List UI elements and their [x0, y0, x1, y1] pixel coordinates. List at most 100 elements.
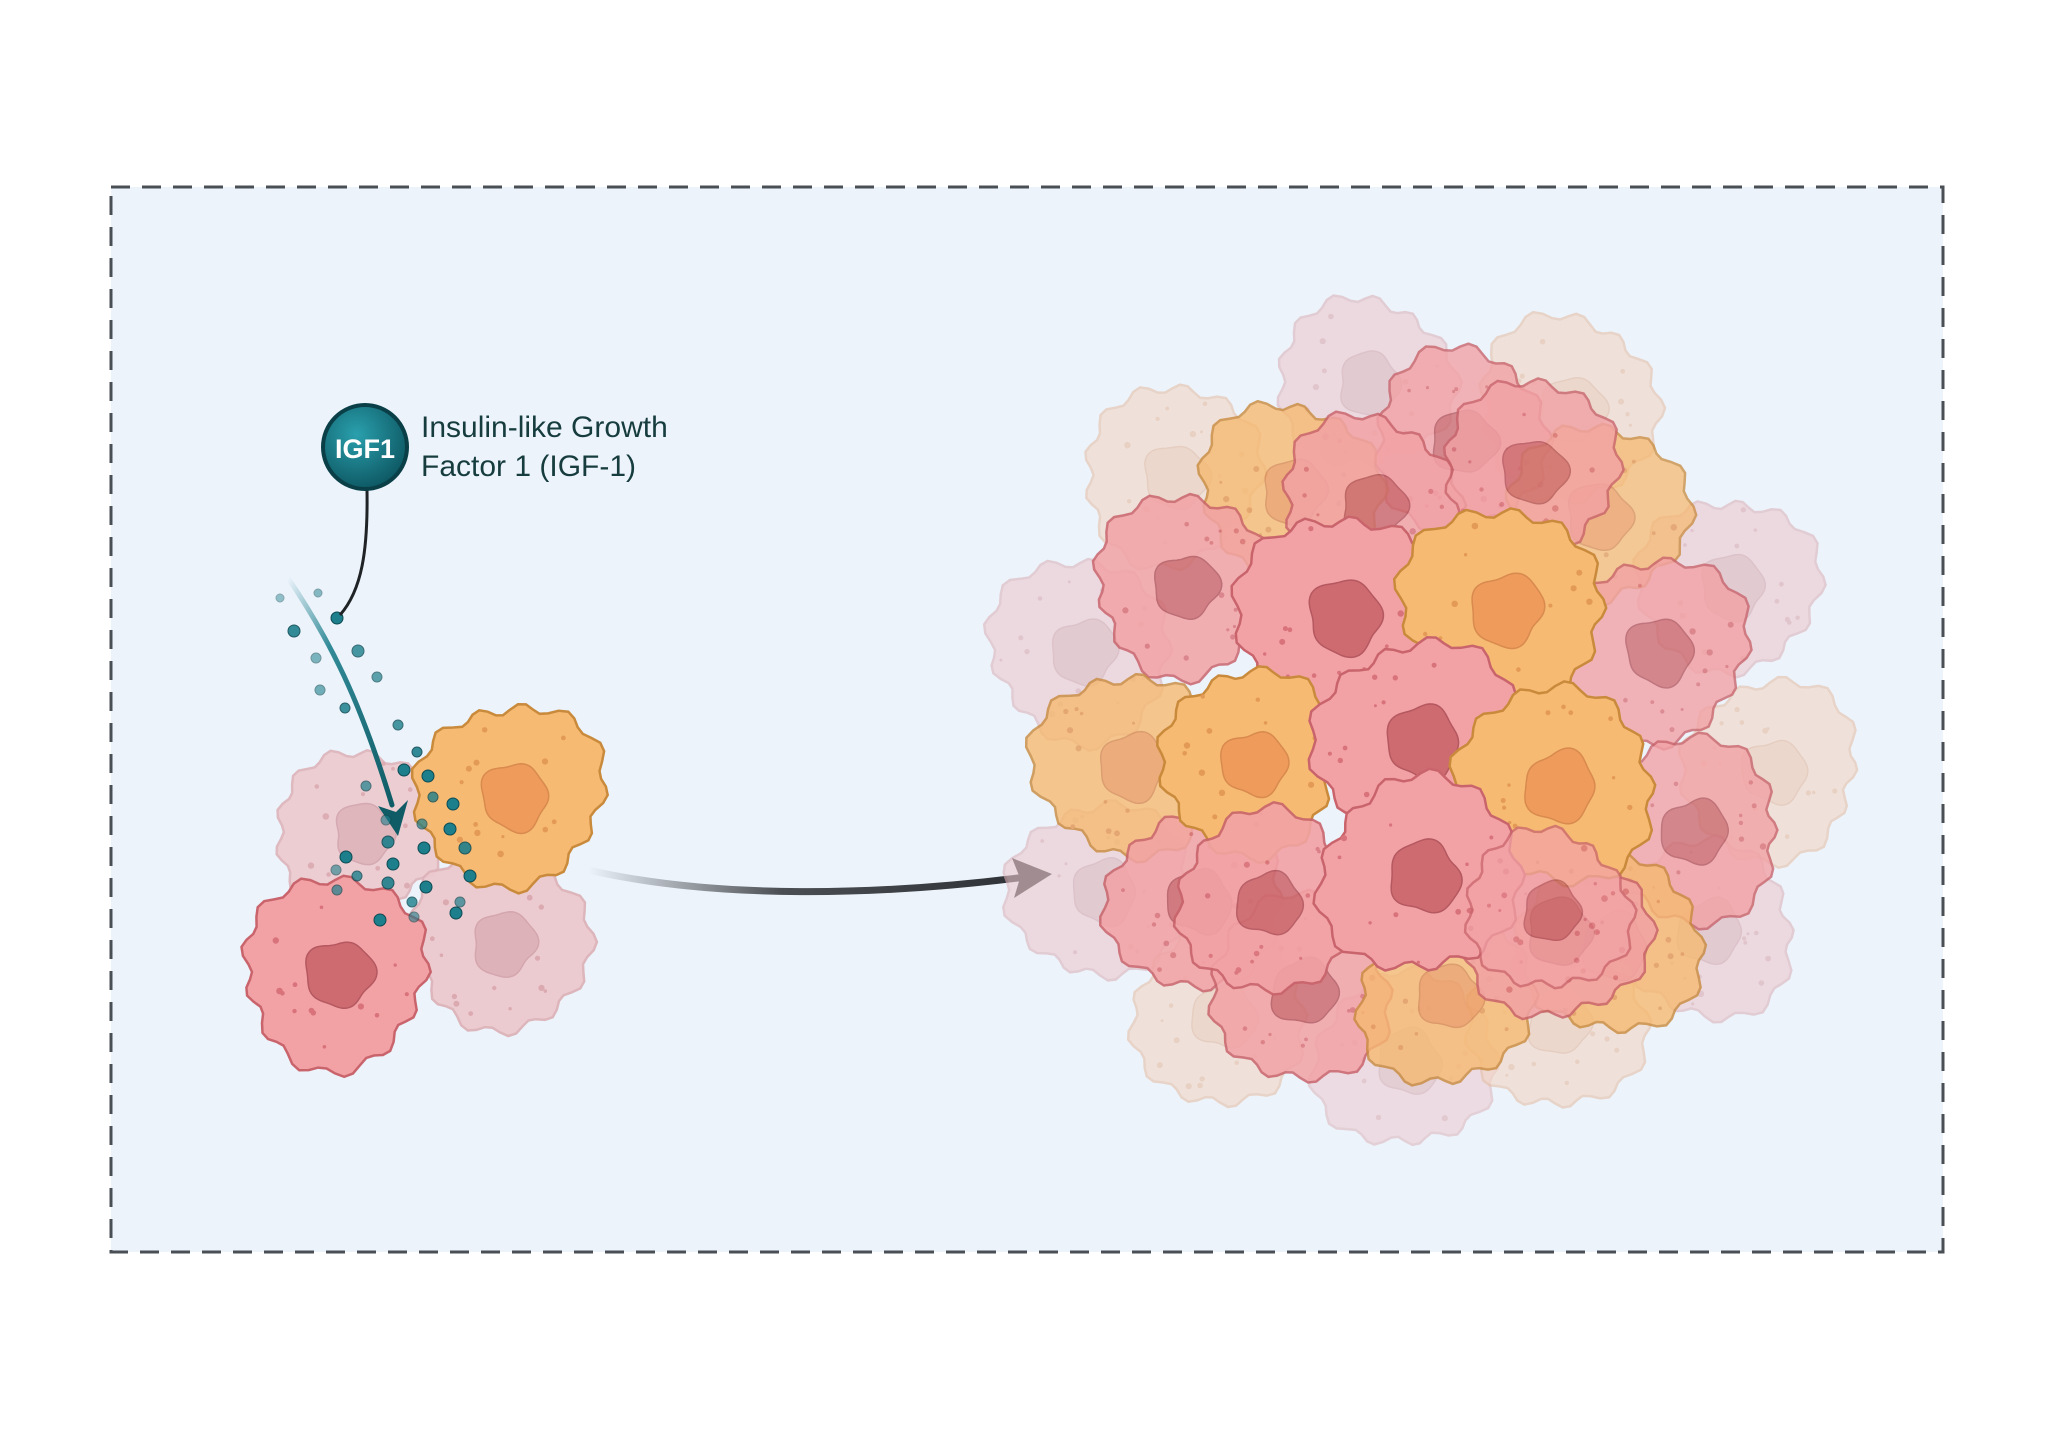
- cell-granule: [1253, 466, 1259, 472]
- cell-granule: [1364, 792, 1370, 798]
- cell-granule: [1299, 957, 1302, 960]
- cell-granule: [1226, 628, 1229, 631]
- cell-granule: [1576, 570, 1582, 576]
- cell-granule: [1157, 1062, 1163, 1068]
- cell-granule: [1785, 834, 1790, 839]
- cell-granule: [1338, 856, 1342, 860]
- cell-granule: [1505, 1027, 1509, 1031]
- cell-granule: [1440, 505, 1444, 509]
- cell-granule: [1546, 710, 1551, 715]
- cell-granule: [1760, 843, 1766, 849]
- cell-granule: [1219, 790, 1225, 796]
- cell-granule: [404, 883, 410, 889]
- cell-granule: [1256, 698, 1260, 702]
- cell-granule: [1169, 1003, 1174, 1008]
- cell-granule: [492, 986, 496, 990]
- cell-granule: [1650, 803, 1654, 807]
- igf1-particle: [382, 877, 394, 889]
- cell-granule: [1244, 862, 1250, 868]
- cell-granule: [1627, 805, 1632, 810]
- cell-granule: [309, 1008, 315, 1014]
- cell-granule: [1200, 1076, 1205, 1081]
- igf1-badge: IGF1: [335, 434, 395, 464]
- cell-granule: [1018, 635, 1023, 640]
- cell-granule: [1407, 389, 1411, 393]
- igf1-particle: [455, 897, 465, 907]
- cell-granule: [1553, 433, 1558, 438]
- cell-granule: [1184, 742, 1190, 748]
- igf1-particle: [381, 815, 391, 825]
- cell-granule: [1565, 1081, 1569, 1085]
- igf1-particle: [332, 885, 342, 895]
- cell-granule: [1608, 716, 1613, 721]
- cell-granule: [561, 736, 566, 741]
- cell-granule: [1472, 523, 1479, 530]
- cell-granule: [1666, 937, 1672, 943]
- cell-granule: [1734, 707, 1739, 712]
- cell-granule: [1223, 496, 1229, 502]
- cell-granule: [1205, 893, 1210, 898]
- cell-granule: [1502, 806, 1506, 810]
- cell-granule: [1734, 544, 1739, 549]
- cell-granule: [1190, 431, 1196, 437]
- cell-granule: [1067, 727, 1073, 733]
- cell-granule: [1070, 824, 1075, 829]
- cell-granule: [1604, 552, 1609, 557]
- cell-granule: [543, 827, 549, 833]
- cell-granule: [1250, 960, 1254, 964]
- cell-granule: [1683, 543, 1687, 547]
- cell-granule: [1174, 1037, 1180, 1043]
- cell-granule: [394, 963, 397, 966]
- cell-granule: [999, 659, 1002, 662]
- cell-granule: [1165, 407, 1169, 411]
- cell-granule: [1080, 712, 1084, 716]
- cell-granule: [1506, 986, 1512, 992]
- cell-granule: [468, 1011, 473, 1016]
- cell-granule: [1552, 505, 1559, 512]
- igf1-particle: [418, 842, 430, 854]
- cell-granule: [1254, 951, 1260, 957]
- cell-granule: [1308, 782, 1314, 788]
- igf1-particle: [352, 871, 362, 881]
- cell-granule: [1426, 386, 1429, 389]
- cell-granule: [1468, 460, 1471, 463]
- cell-granule: [1571, 585, 1577, 591]
- igf1-particle: [412, 747, 422, 757]
- cell-granule: [1132, 722, 1135, 725]
- cell-granule: [1219, 530, 1222, 533]
- cell-granule: [1312, 673, 1317, 678]
- cell-granule: [320, 906, 324, 910]
- cell-granule: [1268, 1033, 1271, 1036]
- cell-granule: [326, 872, 331, 877]
- cell-granule: [361, 792, 365, 796]
- igf1-particle: [382, 836, 394, 848]
- cell-granule: [1752, 803, 1757, 808]
- cell-granule: [1264, 721, 1268, 725]
- cell-granule: [1398, 1045, 1403, 1050]
- cell-granule: [1806, 790, 1811, 795]
- cell-granule: [1660, 709, 1664, 713]
- cell-granule: [1182, 751, 1187, 756]
- cell-granule: [308, 862, 314, 868]
- cell-granule: [1398, 610, 1404, 616]
- cell-granule: [1234, 1061, 1239, 1066]
- igf1-molecule-icon: IGF1: [323, 405, 407, 489]
- cell-granule: [1301, 1044, 1305, 1048]
- cell-granule: [1313, 384, 1319, 390]
- cell-granule: [1594, 929, 1600, 935]
- cell-granule: [1508, 1064, 1514, 1070]
- cell-granule: [497, 851, 504, 858]
- cell-granule: [1749, 780, 1753, 784]
- cell-granule: [1124, 442, 1131, 449]
- cell-granule: [1204, 537, 1209, 542]
- cell-granule: [1670, 727, 1675, 732]
- cell-granule: [1652, 531, 1656, 535]
- cell-granule: [1104, 800, 1108, 804]
- cell-granule: [1589, 922, 1596, 929]
- cell-granule: [1658, 1006, 1662, 1010]
- cell-granule: [1703, 668, 1708, 673]
- cell-granule: [1157, 967, 1162, 972]
- cell-granule: [1155, 913, 1161, 919]
- cell-granule: [1620, 369, 1625, 374]
- cell-granule: [1740, 720, 1745, 725]
